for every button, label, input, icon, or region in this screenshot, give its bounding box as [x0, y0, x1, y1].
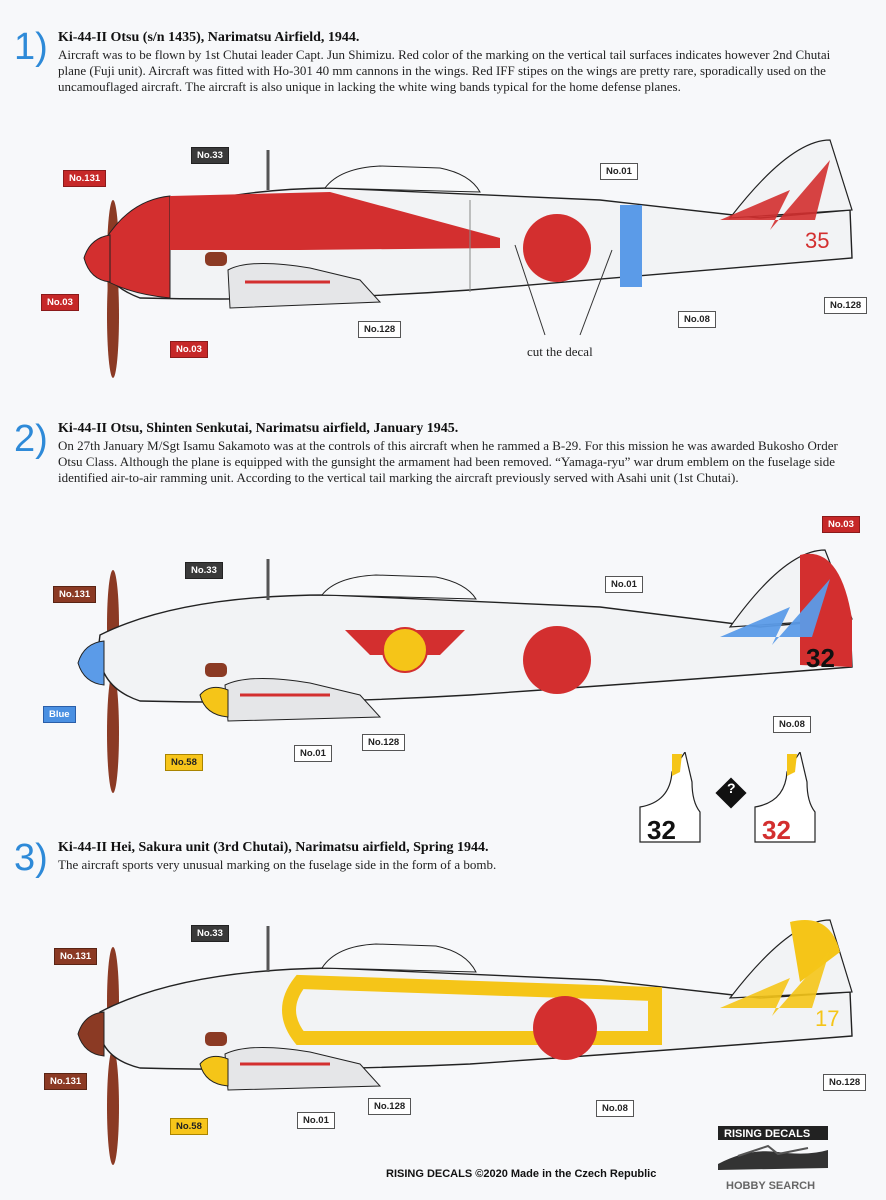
- tail-number-2: 32: [806, 643, 835, 673]
- section-body-2: On 27th January M/Sgt Isamu Sakamoto was…: [58, 438, 838, 485]
- plane-profile-2: 32: [77, 549, 853, 793]
- tag-s2-blue: Blue: [43, 706, 76, 723]
- tag-s1-no33: No.33: [191, 147, 229, 164]
- plane-profile-3: 17: [77, 919, 853, 1165]
- section-body-1: Aircraft was to be flown by 1st Chutai l…: [58, 47, 831, 94]
- tag-s3-no131b: No.131: [44, 1073, 88, 1090]
- variant-number-red: 32: [762, 815, 791, 845]
- variant-number-black: 32: [647, 815, 676, 845]
- tag-s1-no03b: No.03: [170, 341, 208, 358]
- tail-number-3: 17: [815, 1006, 839, 1031]
- blue-band: [620, 205, 642, 287]
- tag-s3-no01: No.01: [297, 1112, 335, 1129]
- footer-copyright: ©2020: [475, 1168, 508, 1180]
- cut-decal-note: cut the decal: [527, 344, 593, 359]
- plane-profile-1: 35: [83, 139, 853, 378]
- tag-s2-no03: No.03: [822, 516, 860, 533]
- tag-s1-no08: No.08: [678, 311, 716, 328]
- tag-s2-no128: No.128: [362, 734, 406, 751]
- section-body-3: The aircraft sports very unusual marking…: [58, 857, 497, 872]
- logo-text: RISING DECALS: [724, 1128, 811, 1140]
- tag-s1-no131: No.131: [63, 170, 107, 187]
- tag-s1-no128b: No.128: [824, 297, 868, 314]
- rising-decals-logo: [718, 1126, 828, 1170]
- tag-s3-no08: No.08: [596, 1100, 634, 1117]
- section-title-3: Ki-44-II Hei, Sakura unit (3rd Chutai), …: [58, 840, 489, 855]
- tag-s1-no128a: No.128: [358, 321, 402, 338]
- tag-s3-no58: No.58: [170, 1118, 208, 1135]
- section-number-3: 3): [14, 837, 48, 879]
- tail-number-1: 35: [805, 228, 829, 253]
- section-title-2: Ki-44-II Otsu, Shinten Senkutai, Narimat…: [58, 421, 459, 436]
- tag-s2-no33: No.33: [185, 562, 223, 579]
- hinomaru: [523, 214, 591, 282]
- tag-s3-no128b: No.128: [823, 1074, 867, 1091]
- footer: RISING DECALS ©2020 Made in the Czech Re…: [386, 1168, 656, 1180]
- tag-s2-no01b: No.01: [294, 745, 332, 762]
- question-icon: ?: [727, 780, 736, 796]
- tag-s3-no33: No.33: [191, 925, 229, 942]
- tag-s1-no01: No.01: [600, 163, 638, 180]
- tag-s2-no08: No.08: [773, 716, 811, 733]
- tag-s3-no131a: No.131: [54, 948, 98, 965]
- tag-s2-no58: No.58: [165, 754, 203, 771]
- tag-s1-no03a: No.03: [41, 294, 79, 311]
- section-number-2: 2): [14, 418, 48, 460]
- tail-variants: [639, 752, 816, 843]
- section-title-1: Ki-44-II Otsu (s/n 1435), Narimatsu Airf…: [58, 30, 360, 45]
- footer-made: Made in the Czech Republic: [510, 1168, 657, 1180]
- tag-s2-no131: No.131: [53, 586, 97, 603]
- tag-s2-no01a: No.01: [605, 576, 643, 593]
- section-number-1: 1): [14, 26, 48, 68]
- watermark: HOBBY SEARCH: [726, 1180, 816, 1192]
- tag-s3-no128a: No.128: [368, 1098, 412, 1115]
- footer-brand: RISING DECALS: [386, 1168, 473, 1180]
